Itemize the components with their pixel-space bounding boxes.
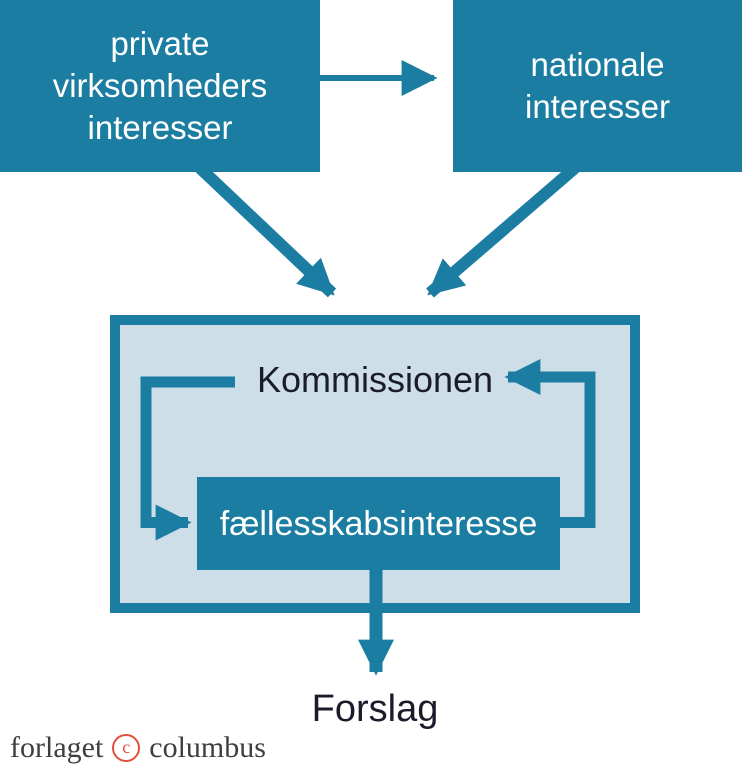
- arrow-national-to-commission: [426, 163, 579, 298]
- national-interests-label: nationale interesser: [525, 46, 670, 125]
- community-interest-box: fællesskabsinteresse: [197, 477, 560, 570]
- copyright-icon: c: [112, 734, 141, 762]
- private-interests-box: private virksomheders interesser: [0, 0, 320, 172]
- commission-label: Kommissionen: [256, 359, 494, 400]
- copyright-letter: c: [122, 737, 131, 757]
- arrow-private-to-commission: [195, 163, 337, 298]
- publisher-logo: forlaget c columbus: [10, 731, 266, 765]
- community-interest-label: fællesskabsinteresse: [219, 504, 538, 543]
- publisher-name-columbus: columbus: [149, 731, 266, 764]
- national-interests-box: nationale interesser: [453, 0, 742, 172]
- proposal-label: Forslag: [311, 688, 439, 730]
- publisher-name-forlaget: forlaget: [10, 731, 104, 764]
- private-interests-label: private virksomheders interesser: [52, 25, 268, 146]
